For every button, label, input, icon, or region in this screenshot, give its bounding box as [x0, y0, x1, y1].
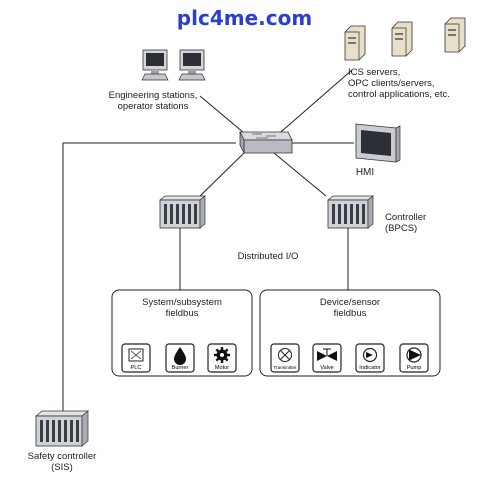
device-plc: PLC [121, 343, 151, 373]
link-switch-controller [273, 152, 327, 197]
valve-icon [317, 348, 337, 361]
hmi-icon [355, 123, 401, 163]
engineering-stations-label: Engineering stations, operator stations [108, 90, 198, 112]
indicator-icon [362, 347, 378, 363]
device-pump: Pump [399, 343, 429, 373]
device-label-plc: PLC [131, 365, 142, 371]
device-label-burner: Burner [172, 365, 189, 371]
controller-rack-icon [327, 195, 374, 229]
distributed-io-label: Distributed I/O [237, 251, 299, 262]
hmi-label: HMI [355, 167, 375, 178]
device-valve: Valve [312, 343, 342, 373]
ics-servers-icon [344, 17, 466, 61]
flame-icon [174, 347, 186, 365]
plc-icon [128, 348, 144, 362]
fieldbus-right-box [259, 289, 441, 377]
controller-label: Controller (BPCS) [385, 212, 427, 234]
safety-controller-rack-icon [35, 410, 89, 447]
link-switch-engineering [199, 95, 251, 139]
site-title: plc4me.com [176, 6, 313, 30]
device-label-indicator: Indicator [359, 365, 381, 371]
ics-servers-label: ICS servers, OPC clients/servers, contro… [348, 67, 450, 100]
fieldbus-right-title: Device/sensor fieldbus [319, 297, 381, 319]
device-burner: Burner [165, 343, 195, 373]
link-switch-ics [273, 69, 353, 139]
device-transmitter: Transmitter [270, 343, 300, 373]
transmitter-icon [278, 348, 292, 362]
connection-lines [62, 69, 354, 413]
pump-icon [406, 347, 422, 363]
link-switch-io [199, 152, 245, 197]
gear-icon [214, 347, 230, 363]
device-label-pump: Pump [407, 365, 422, 371]
fieldbus-left-title: System/subsystem fieldbus [142, 297, 222, 319]
device-indicator: Indicator [355, 343, 385, 373]
device-label-valve: Valve [320, 365, 334, 371]
network-switch-icon [239, 131, 293, 154]
device-label-motor: Motor [215, 365, 229, 371]
distributed-io-rack-icon [159, 195, 206, 229]
device-label-transmitter: Transmitter [273, 365, 297, 370]
link-switch-sis [62, 142, 236, 413]
safety-controller-label: Safety controller (SIS) [27, 451, 97, 473]
fieldbus-left-box [111, 289, 253, 377]
device-motor: Motor [207, 343, 237, 373]
engineering-stations-icon [141, 49, 206, 81]
